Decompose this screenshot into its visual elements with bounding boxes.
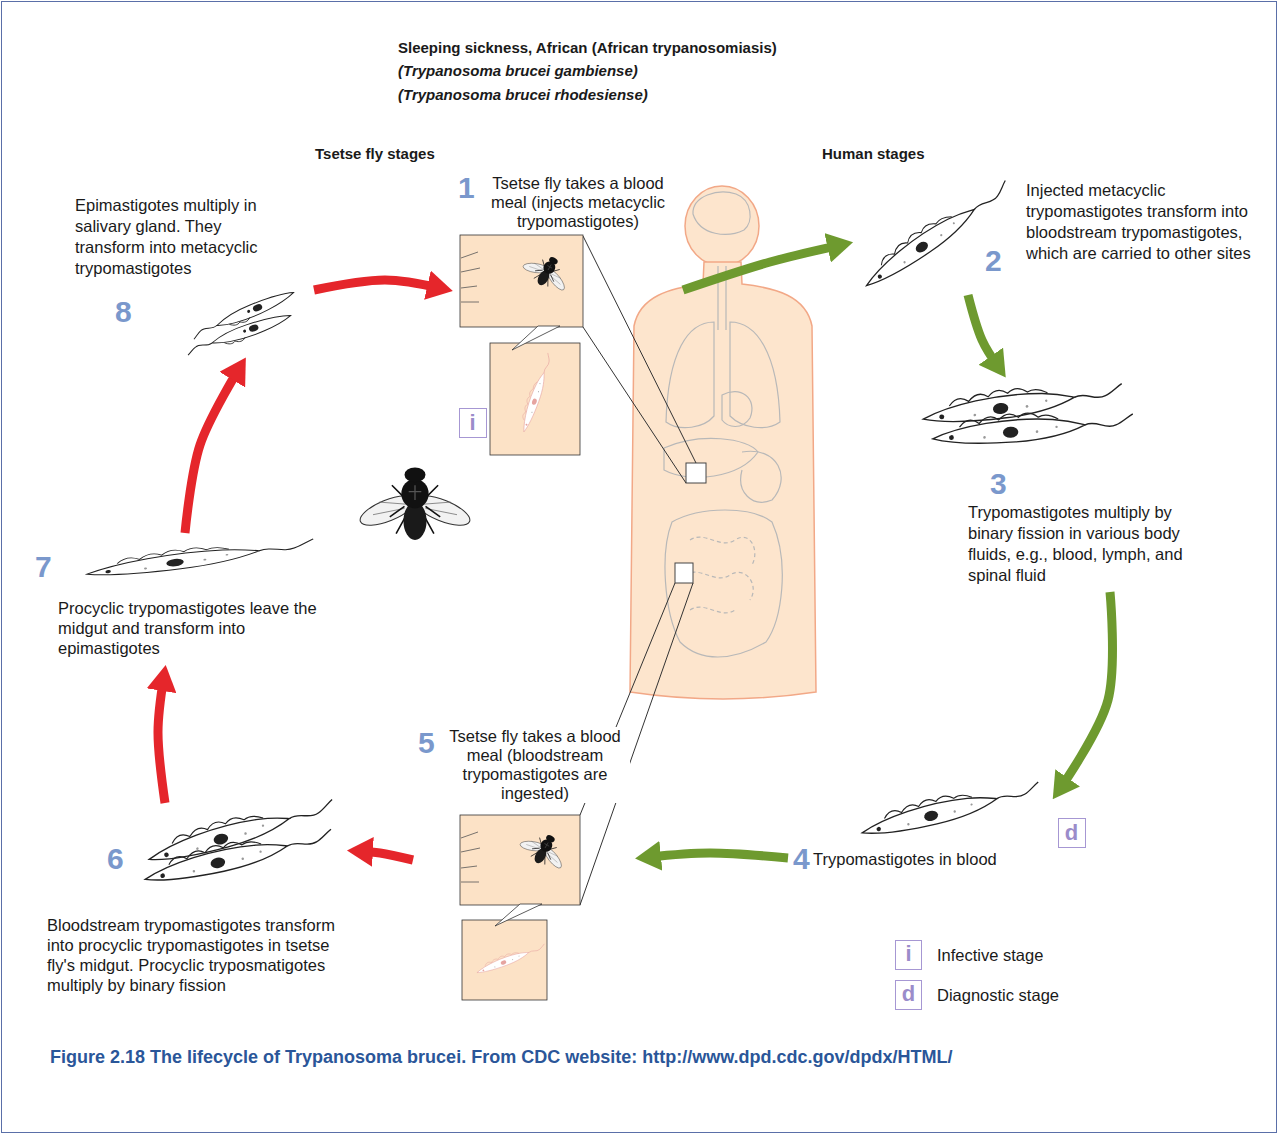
epimastigote <box>185 311 294 358</box>
procyclic-trypomastigote <box>141 821 335 887</box>
legend-text: Diagnostic stage <box>937 985 1059 1005</box>
bloodstream-trypomastigote <box>931 405 1134 447</box>
lifecycle-stage: 8 Epimastigotes multiply in salivary glan… <box>72 190 312 355</box>
legend-sample: i <box>895 940 922 970</box>
callout-pointer <box>512 326 560 350</box>
stage-marker-letter: i <box>460 410 485 436</box>
stage-number: 3 <box>990 468 1007 500</box>
inset-trypanosome <box>516 352 555 433</box>
stage-number: 4 <box>793 843 810 875</box>
body-outline <box>630 262 816 699</box>
bite-site-marker <box>675 563 693 583</box>
lifecycle-stage: 1Tsetse fly takes a blood meal (injects … <box>455 168 681 330</box>
stage-number: 6 <box>107 843 124 875</box>
stage-description: Procyclic trypomastigotes leave the midg… <box>58 598 330 658</box>
heart <box>722 392 752 427</box>
stage-description: Tsetse fly takes a blood meal (injects m… <box>478 174 678 231</box>
stage-description: Trypomastigotes in blood <box>813 849 1028 869</box>
bloodstream-trypomastigote <box>858 774 1042 840</box>
lifecycle-arrow <box>648 853 788 858</box>
stage-marker-box: d <box>1058 818 1086 848</box>
intestine-loops <box>685 537 755 613</box>
bite-scene <box>460 235 583 455</box>
stage-marker-box: i <box>459 408 487 438</box>
lifecycle-arrow <box>158 678 165 803</box>
lifecycle-stage: 6Bloodstream trypomastigotes transform i… <box>45 805 345 1017</box>
stage-marker-letter: d <box>1059 820 1084 846</box>
lifecycle-arrow <box>1060 592 1112 789</box>
lifecycle-arrow <box>314 280 440 290</box>
stage-description: Epimastigotes multiply in salivary gland… <box>75 195 267 279</box>
lifecycle-stage: 3Trypomastigotes multiply by binary fiss… <box>900 380 1197 590</box>
stomach <box>741 451 781 502</box>
lifecycle-arrow <box>968 295 998 367</box>
legend-text: Infective stage <box>937 945 1043 965</box>
stage-number: 2 <box>985 245 1002 277</box>
stage-description: Injected metacyclic trypomastigotes tran… <box>1026 180 1254 264</box>
leader-line <box>583 236 696 463</box>
section-heading: Human stages <box>822 144 925 164</box>
lifecycle-arrow <box>360 851 413 860</box>
skin-hairs <box>461 252 480 302</box>
stage-number: 1 <box>458 172 475 204</box>
small-fly <box>518 245 577 297</box>
legend-sample: d <box>895 980 922 1010</box>
metacyclic-trypomastigote <box>857 175 1015 292</box>
stage-number: 5 <box>418 727 435 759</box>
lifecycle-stage: 2 Injected metacyclic trypomastigotes tra… <box>855 178 1257 293</box>
leader-line <box>583 327 686 483</box>
inset-box <box>490 343 580 455</box>
lifecycle-arrow <box>185 369 239 533</box>
leader-lines <box>580 236 696 905</box>
brain <box>693 192 750 234</box>
bite-site-marker <box>686 463 706 483</box>
stage-number: 8 <box>115 296 132 328</box>
callout-pointer <box>495 904 542 926</box>
lifecycle-stage: 5Tsetse fly takes a blood meal (bloodstr… <box>415 725 633 908</box>
section-heading: Tsetse fly stages <box>315 144 435 164</box>
diagram-title: Sleeping sickness, African (African tryp… <box>398 38 777 58</box>
species-name: (Trypanosoma brucei rhodesiense) <box>398 85 648 105</box>
lifecycle-stage: 7Procyclic trypomastigotes leave the mid… <box>32 535 333 663</box>
stage-description: Bloodstream trypomastigotes transform in… <box>47 915 337 995</box>
bite-box <box>460 235 583 327</box>
lifecycle-stage: 4Trypomastigotes in blood <box>790 775 1052 880</box>
stage-description: Tsetse fly takes a blood meal (bloodstre… <box>440 727 630 803</box>
stage-description: Trypomastigotes multiply by binary fissi… <box>968 502 1194 586</box>
lifecycle-arrow <box>683 245 840 290</box>
head-outline <box>685 186 759 266</box>
small-fly <box>515 823 574 875</box>
inset-trypanosome <box>475 941 547 976</box>
right-lung <box>730 322 780 428</box>
bite-scene <box>460 815 580 1000</box>
inset-box <box>462 920 547 1000</box>
tsetse-fly <box>357 467 474 539</box>
human-body <box>630 186 816 699</box>
procyclic-trypomastigote <box>85 533 314 580</box>
intestines <box>665 510 782 657</box>
figure-caption: Figure 2.18 The lifecycle of Trypanosoma… <box>50 1044 1200 1071</box>
skin-hairs <box>461 832 480 882</box>
bite-box <box>460 815 580 905</box>
stage-number: 7 <box>35 551 52 583</box>
species-name: (Trypanosoma brucei gambiense) <box>398 61 638 81</box>
left-lung <box>666 322 714 428</box>
